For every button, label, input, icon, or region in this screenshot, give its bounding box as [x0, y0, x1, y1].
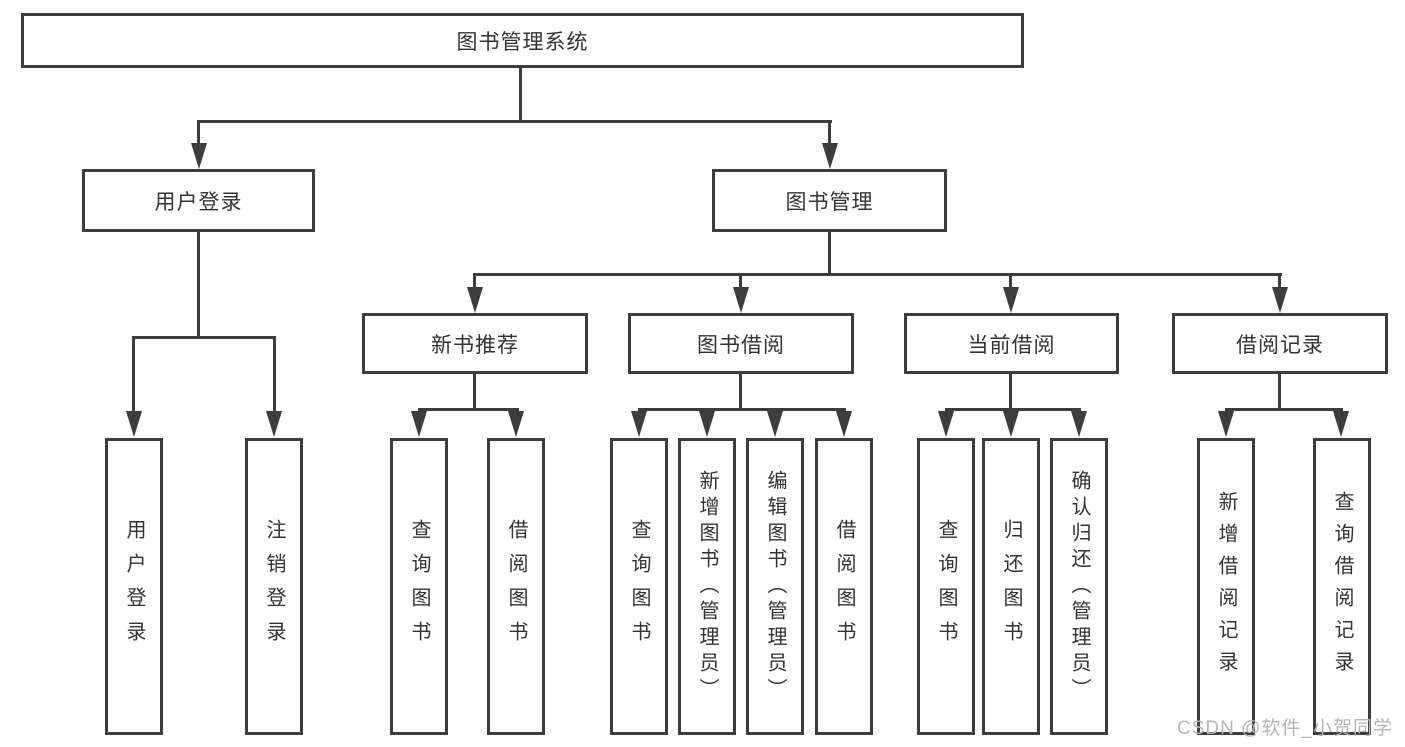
- edge-drop-leaf-user-login: [132, 336, 135, 412]
- edge-drop-cur-borrow: [1009, 273, 1012, 289]
- node-records-label: 借阅记录: [1236, 333, 1324, 357]
- edge-book-borrow-bus: [638, 408, 846, 411]
- node-cur-borrow: 当前借阅: [904, 313, 1119, 374]
- leaf-query-book-3: 查询图书: [917, 438, 975, 735]
- leaf-add-book-label: 新增图书（管理员）: [696, 469, 718, 704]
- edge-cur-borrow-bus: [945, 408, 1081, 411]
- edge-drop-book-mgmt: [828, 120, 831, 144]
- leaf-confirm-return: 确认归还（管理员）: [1050, 438, 1108, 735]
- arrowhead-new-rec: [467, 287, 483, 313]
- leaf-return-book-label: 归还图书: [1000, 518, 1022, 655]
- node-book-borrow: 图书借阅: [628, 313, 854, 374]
- leaf-query-book-2-label: 查询图书: [628, 518, 650, 655]
- node-cur-borrow-label: 当前借阅: [967, 333, 1056, 357]
- arrowhead-leaf-edit-book: [767, 411, 783, 437]
- node-user-login: 用户登录: [82, 169, 315, 232]
- leaf-query-record: 查询借阅记录: [1313, 438, 1371, 735]
- node-book-borrow-label: 图书借阅: [697, 333, 785, 357]
- node-user-login-label: 用户登录: [154, 190, 243, 214]
- leaf-borrow-book-1-label: 借阅图书: [505, 518, 527, 655]
- leaf-query-book-2: 查询图书: [610, 438, 668, 735]
- leaf-add-record-label: 新增借阅记录: [1215, 490, 1237, 683]
- edge-root-bus: [198, 120, 832, 123]
- edge-new-rec-stem: [473, 374, 476, 411]
- arrowhead-book-mgmt: [822, 143, 838, 169]
- edge-user-login-bus: [133, 336, 276, 339]
- leaf-edit-book: 编辑图书（管理员）: [746, 438, 804, 735]
- leaf-query-record-label: 查询借阅记录: [1331, 490, 1353, 683]
- arrowhead-book-borrow: [733, 287, 749, 313]
- arrowhead-leaf-query-rec: [1333, 411, 1349, 437]
- arrowhead-leaf-user-login: [126, 411, 142, 437]
- leaf-user-login-label: 用户登录: [123, 518, 145, 655]
- arrowhead-user-login: [191, 143, 207, 169]
- arrowhead-leaf-add-rec: [1218, 411, 1234, 437]
- leaf-edit-book-label: 编辑图书（管理员）: [764, 469, 786, 704]
- arrowhead-leaf-return: [1003, 411, 1019, 437]
- node-book-mgmt-label: 图书管理: [785, 190, 874, 214]
- leaf-user-login: 用户登录: [105, 438, 163, 735]
- edge-user-login-stem: [197, 232, 200, 339]
- arrowhead-leaf-confirm: [1071, 411, 1087, 437]
- arrowhead-leaf-borrow2: [836, 411, 852, 437]
- leaf-borrow-book-1: 借阅图书: [487, 438, 545, 735]
- arrowhead-leaf-query3: [938, 411, 954, 437]
- arrowhead-cur-borrow: [1003, 287, 1019, 313]
- edge-drop-book-borrow: [739, 273, 742, 289]
- arrowhead-leaf-query1: [411, 411, 427, 437]
- edge-book-mgmt-stem: [828, 232, 831, 276]
- arrowhead-leaf-logout: [266, 411, 282, 437]
- arrowhead-leaf-borrow1: [508, 411, 524, 437]
- edge-new-rec-bus: [418, 408, 519, 411]
- arrowhead-records: [1272, 287, 1288, 313]
- csdn-watermark: CSDN @软件_小贺同学: [1177, 718, 1393, 739]
- node-new-rec-label: 新书推荐: [431, 333, 519, 357]
- leaf-borrow-book-2: 借阅图书: [815, 438, 873, 735]
- leaf-query-book-1: 查询图书: [390, 438, 448, 735]
- edge-drop-user-login: [197, 120, 200, 144]
- node-root: 图书管理系统: [21, 13, 1024, 68]
- leaf-logout: 注销登录: [245, 438, 303, 735]
- leaf-query-book-1-label: 查询图书: [408, 518, 430, 655]
- leaf-add-record: 新增借阅记录: [1197, 438, 1255, 735]
- arrowhead-leaf-add-book: [699, 411, 715, 437]
- leaf-add-book: 新增图书（管理员）: [678, 438, 736, 735]
- leaf-query-book-3-label: 查询图书: [935, 518, 957, 655]
- edge-root-stem: [519, 68, 522, 123]
- edge-records-bus: [1225, 408, 1343, 411]
- node-root-label: 图书管理系统: [456, 30, 589, 54]
- edge-drop-leaf-logout: [273, 336, 276, 412]
- edge-drop-records: [1278, 273, 1281, 289]
- arrowhead-leaf-query2: [631, 411, 647, 437]
- edge-book-borrow-stem: [739, 374, 742, 411]
- node-book-mgmt: 图书管理: [712, 169, 947, 232]
- edge-cur-borrow-stem: [1009, 374, 1012, 411]
- leaf-confirm-return-label: 确认归还（管理员）: [1068, 469, 1090, 704]
- leaf-borrow-book-2-label: 借阅图书: [833, 518, 855, 655]
- edge-book-mgmt-bus: [474, 273, 1282, 276]
- leaf-logout-label: 注销登录: [263, 518, 285, 655]
- edge-drop-new-rec: [473, 273, 476, 289]
- edge-records-stem: [1278, 374, 1281, 411]
- node-new-rec: 新书推荐: [362, 313, 588, 374]
- leaf-return-book: 归还图书: [982, 438, 1040, 735]
- node-records: 借阅记录: [1172, 313, 1388, 374]
